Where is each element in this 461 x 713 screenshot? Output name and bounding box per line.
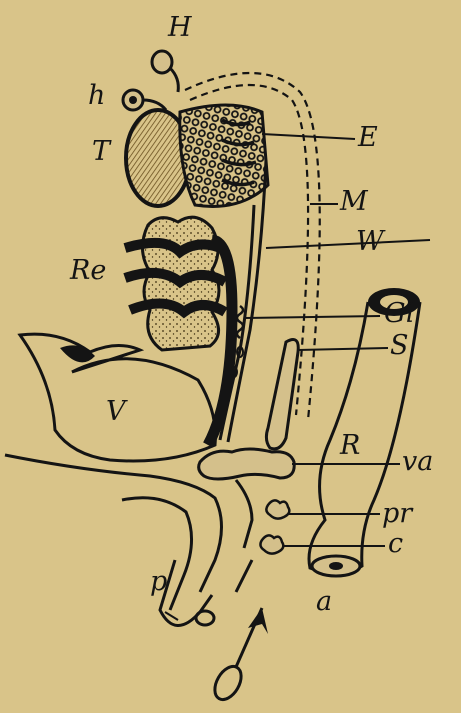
- small-hydatid-h: [123, 90, 166, 110]
- label-V: V: [106, 398, 126, 425]
- label-H: H: [168, 14, 192, 41]
- label-M: M: [340, 188, 368, 215]
- epididymis-E: [180, 105, 268, 206]
- label-p: p: [150, 568, 167, 595]
- label-pr: pr: [382, 500, 412, 527]
- label-c: c: [388, 530, 403, 557]
- structure-S: [266, 340, 298, 449]
- label-E: E: [358, 124, 378, 151]
- label-Gi: Gi: [384, 300, 414, 327]
- organ-V-tip: [60, 345, 95, 362]
- body-Re: [125, 217, 232, 445]
- vesicle-va: [199, 449, 295, 479]
- male-symbol-icon: [209, 608, 268, 704]
- label-S: S: [390, 332, 409, 359]
- label-T: T: [92, 138, 110, 165]
- label-W: W: [356, 228, 384, 255]
- hydatid-H: [152, 51, 178, 92]
- label-h: h: [88, 82, 105, 109]
- label-Re: Re: [70, 257, 106, 284]
- label-va: va: [402, 448, 433, 475]
- label-a: a: [316, 588, 332, 615]
- label-R: R: [340, 432, 360, 459]
